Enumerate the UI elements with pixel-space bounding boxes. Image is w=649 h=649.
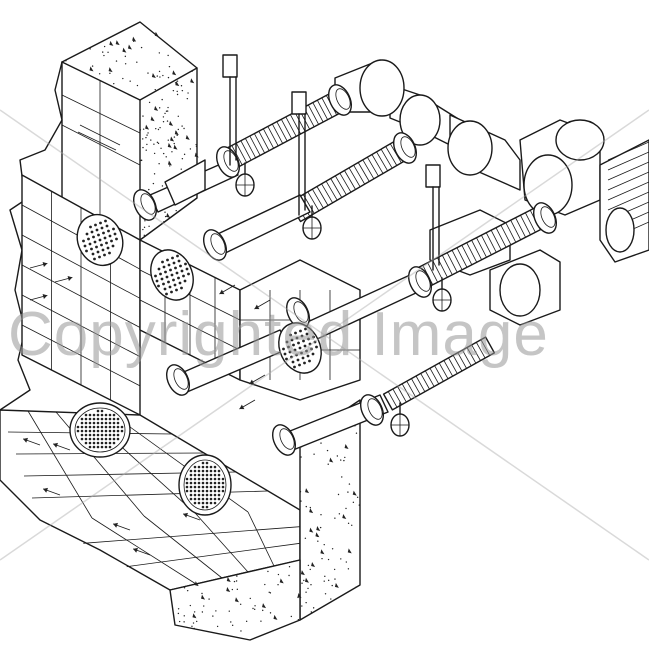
wall-passage-pipes [149, 159, 419, 453]
valve-handwheels [235, 162, 452, 437]
flanged-wall-passages [132, 84, 558, 456]
pipe-manifold [334, 59, 605, 326]
vertical-air-valves [222, 54, 441, 271]
watermark-text: Copyrighted Image [8, 300, 549, 369]
watermark: Copyrighted Image [0, 109, 649, 561]
corrugated-hose-4 [382, 336, 496, 411]
upper-concrete-column [61, 21, 199, 241]
pool-floor-tiles [0, 409, 301, 591]
return-inlet-2 [150, 249, 194, 301]
main-drain-2 [178, 454, 232, 516]
pump-motor [599, 139, 649, 263]
return-inlet-3 [278, 322, 322, 374]
main-drain-1 [69, 402, 131, 458]
flow-arrows [22, 261, 271, 556]
left-wall-edge [0, 61, 63, 411]
return-inlet-1 [76, 213, 124, 267]
pool-wall-concrete [169, 399, 361, 641]
